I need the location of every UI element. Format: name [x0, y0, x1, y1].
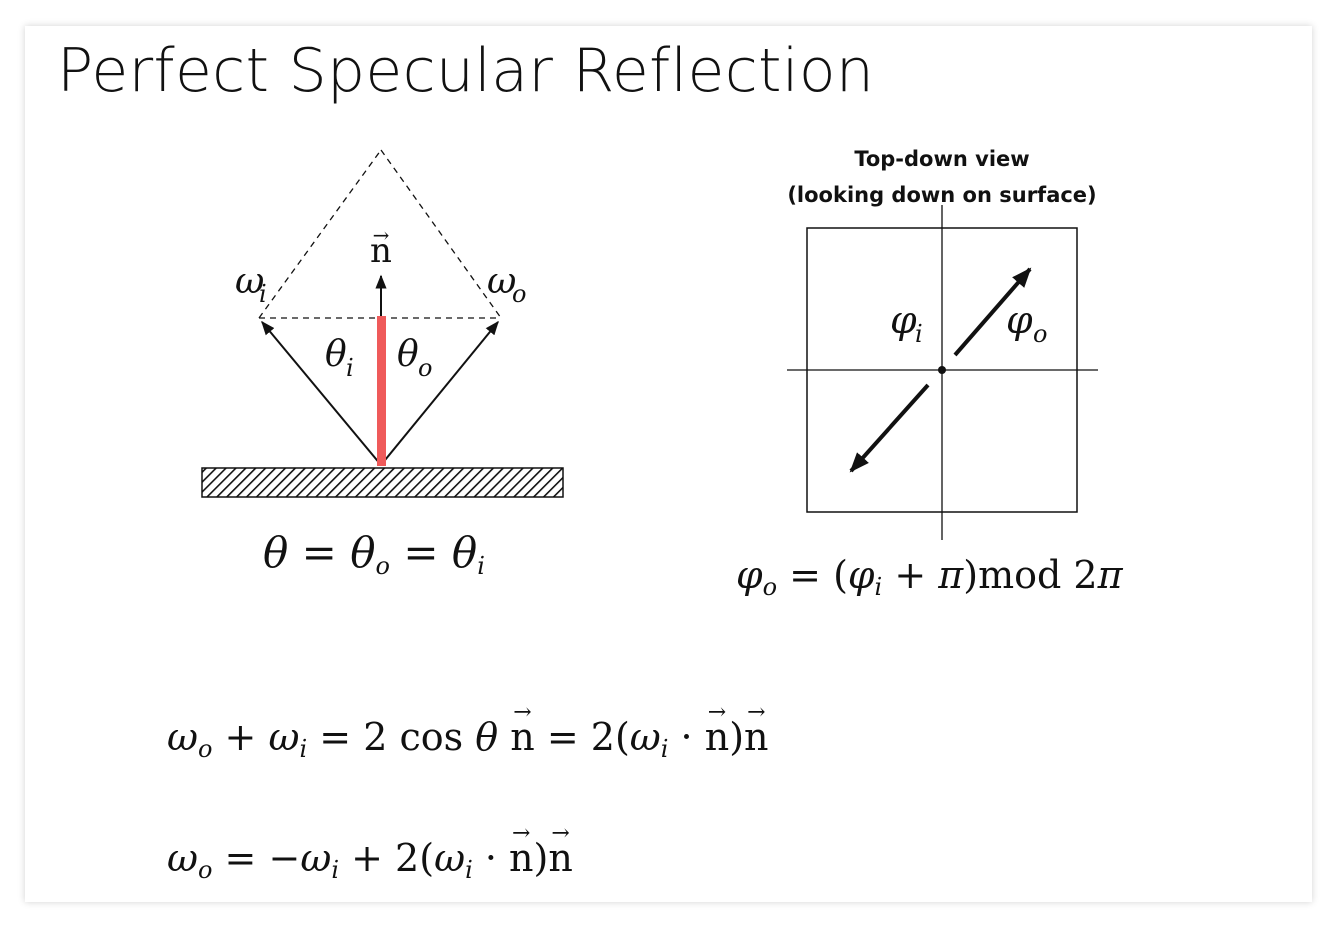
eq-equals: = — [319, 715, 352, 759]
phi-equation: φo = (φi + π)mod 2π — [736, 553, 1123, 599]
eq-omega-i: ω — [268, 715, 300, 759]
eq-phi-o: φ — [736, 553, 763, 597]
phi-o-label: φ — [1006, 298, 1033, 342]
eq-sub-i: i — [299, 735, 308, 763]
eq-normal-vector: n — [705, 702, 730, 756]
eq-theta-i: θ — [451, 528, 478, 577]
slide — [25, 26, 1312, 902]
eq-minus: − — [268, 836, 301, 880]
eq-paren-open: ( — [419, 836, 435, 880]
eq-sub-i: i — [465, 856, 473, 884]
top-down-caption-line2: (looking down on surface) — [787, 183, 1096, 207]
eq-equals: = — [301, 528, 337, 577]
phi-o-sub: o — [1033, 320, 1047, 348]
eq-theta: θ — [475, 715, 499, 759]
theta-i-label: θ — [325, 334, 347, 375]
origin-dot — [938, 366, 946, 374]
eq-dot: · — [484, 836, 497, 880]
theta-equation: θ = θo = θi — [263, 532, 485, 579]
eq-pi: π — [1097, 553, 1123, 597]
eq-paren-open: ( — [614, 715, 630, 759]
eq-equals: = — [789, 553, 821, 597]
eq-normal-vector: n — [509, 823, 534, 877]
eq-omega-o: ω — [167, 715, 198, 759]
solve-equation: ωo = −ωi + 2(ωi · n)n — [167, 823, 573, 882]
eq-sub-i: i — [874, 573, 883, 601]
eq-plus: + — [224, 715, 257, 759]
surface — [201, 467, 564, 498]
eq-theta-o: θ — [350, 528, 376, 577]
outgoing-ray — [380, 320, 499, 466]
incident-label: ω — [235, 261, 264, 302]
apex-dashed-right — [380, 149, 502, 319]
eq-two: 2 — [395, 836, 420, 880]
eq-sub-o: o — [375, 552, 390, 580]
eq-two: 2 — [590, 715, 615, 759]
phi-i-sub: i — [915, 320, 923, 348]
eq-dot: · — [680, 715, 693, 759]
top-down-caption-line1: Top-down view — [854, 147, 1029, 171]
phi-o-arrow — [953, 267, 1032, 357]
eq-sub-i: i — [660, 735, 669, 763]
eq-plus: + — [894, 553, 927, 597]
phi-i-arrow — [849, 383, 930, 473]
normal-label: n — [370, 231, 392, 271]
eq-normal-vector: n — [510, 702, 535, 756]
eq-sub-o: o — [198, 735, 213, 763]
eq-equals: = — [224, 836, 257, 880]
eq-omega-i: ω — [300, 836, 332, 880]
top-down-diagram: Top-down view (looking down on surface) … — [787, 147, 1098, 540]
phi-i-label: φ — [890, 298, 917, 342]
eq-plus: + — [351, 836, 383, 880]
outgoing-label-sub: o — [512, 280, 526, 308]
theta-i-sub: i — [346, 354, 354, 382]
eq-cos: cos — [399, 715, 464, 759]
eq-sub-i: i — [331, 856, 340, 884]
eq-sub-o: o — [762, 573, 778, 601]
eq-paren-open: ( — [833, 553, 848, 597]
eq-normal-vector: n — [744, 702, 769, 756]
eq-equals: = — [403, 528, 439, 577]
eq-paren-close: ) — [963, 553, 979, 597]
normal-vector-arrow-glyph: → — [373, 223, 390, 247]
eq-sub-i: i — [477, 552, 485, 580]
theta-o-label: θ — [397, 334, 419, 375]
eq-omega-i: ω — [434, 836, 466, 880]
eq-two: 2 — [1073, 553, 1098, 597]
apex-dashed-left — [258, 149, 382, 319]
slide-title: Perfect Specular Reflection — [57, 36, 875, 106]
eq-two: 2 — [363, 715, 388, 759]
eq-phi-i: φ — [847, 553, 875, 597]
eq-omega-i: ω — [629, 715, 661, 759]
eq-omega-o: ω — [167, 836, 198, 880]
outgoing-label: ω — [487, 261, 516, 302]
eq-normal-vector: n — [548, 823, 573, 877]
eq-pi: π — [938, 553, 964, 597]
eq-equals: = — [546, 715, 579, 759]
eq-mod: mod — [978, 553, 1062, 597]
normal-bar — [377, 316, 386, 466]
sum-equation: ωo + ωi = 2 cos θ n = 2(ωi · n)n — [167, 702, 769, 761]
eq-theta: θ — [263, 528, 289, 577]
eq-sub-o: o — [198, 856, 213, 884]
theta-o-sub: o — [418, 354, 432, 382]
reflection-diagram: n → ω i ω o θ i θ o — [201, 149, 564, 498]
eq-paren-close: ) — [729, 715, 745, 759]
incident-ray — [261, 320, 382, 466]
incident-label-sub: i — [259, 280, 267, 308]
eq-paren-close: ) — [533, 836, 549, 880]
